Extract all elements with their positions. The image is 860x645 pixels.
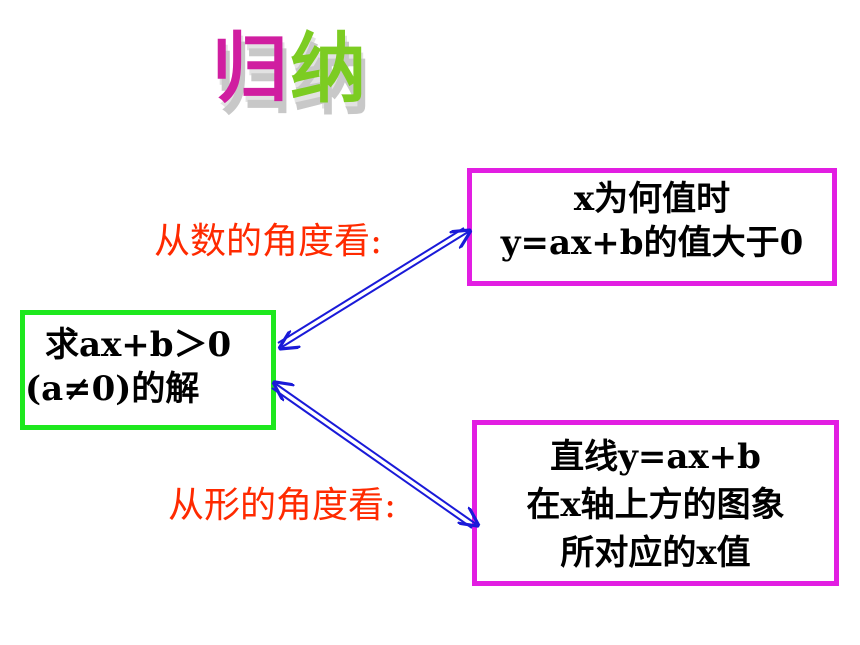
page-title: 归纳 <box>212 24 368 114</box>
number-condition-line-1: x为何值时 <box>573 179 731 219</box>
graph-condition-box: 直线y=ax+b 在x轴上方的图象 所对应的x值 <box>472 420 839 586</box>
lower-double-arrow <box>272 384 476 529</box>
number-condition-box: x为何值时 y=ax+b的值大于0 <box>467 168 837 286</box>
inequality-box: 求ax+b＞0 (a≠0)的解 <box>20 310 276 430</box>
inequality-line-2: (a≠0)的解 <box>25 369 200 409</box>
title-char-2: 纳 <box>290 24 368 113</box>
inequality-line-1: 求ax+b＞0 <box>45 325 232 365</box>
graph-condition-line-3: 所对应的x值 <box>560 533 751 573</box>
graph-condition-line-1: 直线y=ax+b <box>550 437 761 477</box>
graph-condition-line-2: 在x轴上方的图象 <box>526 485 785 525</box>
upper-double-arrow <box>278 227 468 347</box>
number-condition-line-2: y=ax+b的值大于0 <box>500 223 804 263</box>
title-char-1: 归 <box>212 24 290 113</box>
